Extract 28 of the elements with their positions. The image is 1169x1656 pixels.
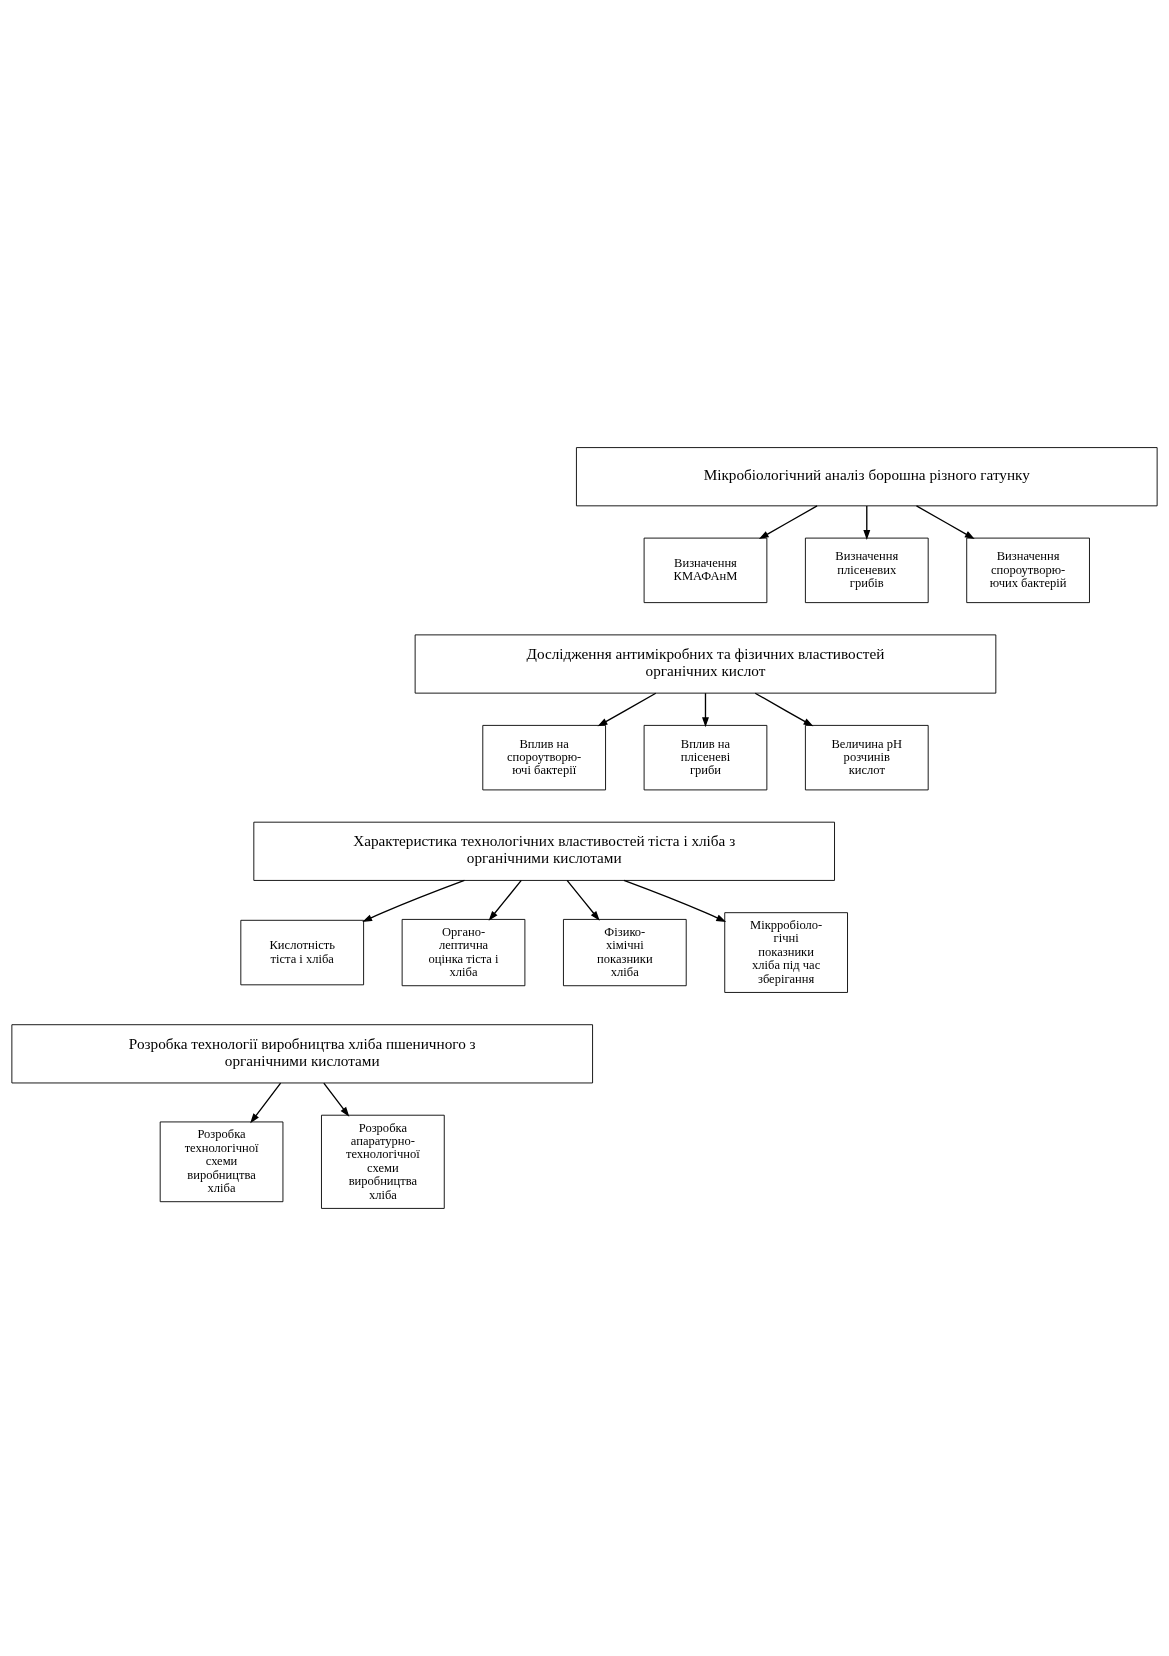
node-box: Мікрробіоло- гічні показники хліба під час зберігання bbox=[724, 912, 848, 993]
node-box: Характеристика технологічних властивостей тіста і хліба з органічними кислотами bbox=[253, 821, 835, 881]
node-box: Кислотність тіста і хліба bbox=[240, 919, 365, 986]
node-box: Вплив на плісеневі гриби bbox=[643, 724, 768, 791]
node-box: Розробка апаратурно- технологічної схеми виробництва хліба bbox=[321, 1114, 445, 1209]
arrow bbox=[863, 505, 871, 540]
arrow bbox=[250, 1082, 282, 1124]
arrow bbox=[323, 1082, 350, 1117]
node-box: Мікробіологічний аналіз борошна різного гатунку bbox=[575, 447, 1158, 507]
node-box: Розробка технологічної схеми виробництва хліба bbox=[159, 1121, 284, 1203]
arrow bbox=[362, 879, 466, 922]
node-box: Визначення плісеневих грибів bbox=[804, 537, 929, 604]
node-box: Величина pH розчинів кислот bbox=[804, 724, 929, 791]
node-box: Визначення КМАФАнМ bbox=[643, 537, 768, 604]
arrow bbox=[597, 692, 657, 727]
arrow bbox=[758, 505, 818, 540]
arrow bbox=[488, 879, 522, 921]
arrow bbox=[915, 505, 975, 540]
node-box: Визначення спороутворю- ючих бактерій bbox=[966, 537, 1090, 604]
node-box: Розробка технології виробництва хліба пшеничного з органічними кислотами bbox=[11, 1024, 594, 1084]
node-box: Органо- лептична оцінка тіста і хліба bbox=[401, 918, 526, 987]
arrow bbox=[623, 879, 727, 922]
node-box: Вплив на спороутворю- ючі бактерії bbox=[482, 724, 606, 791]
node-box: Дослідження антимікробних та фізичних властивостей органічних кислот bbox=[414, 634, 997, 694]
node-box: Фізико- хімічні показники хліба bbox=[563, 918, 687, 987]
arrow bbox=[566, 879, 600, 921]
arrow bbox=[754, 692, 814, 727]
arrow bbox=[702, 692, 709, 728]
